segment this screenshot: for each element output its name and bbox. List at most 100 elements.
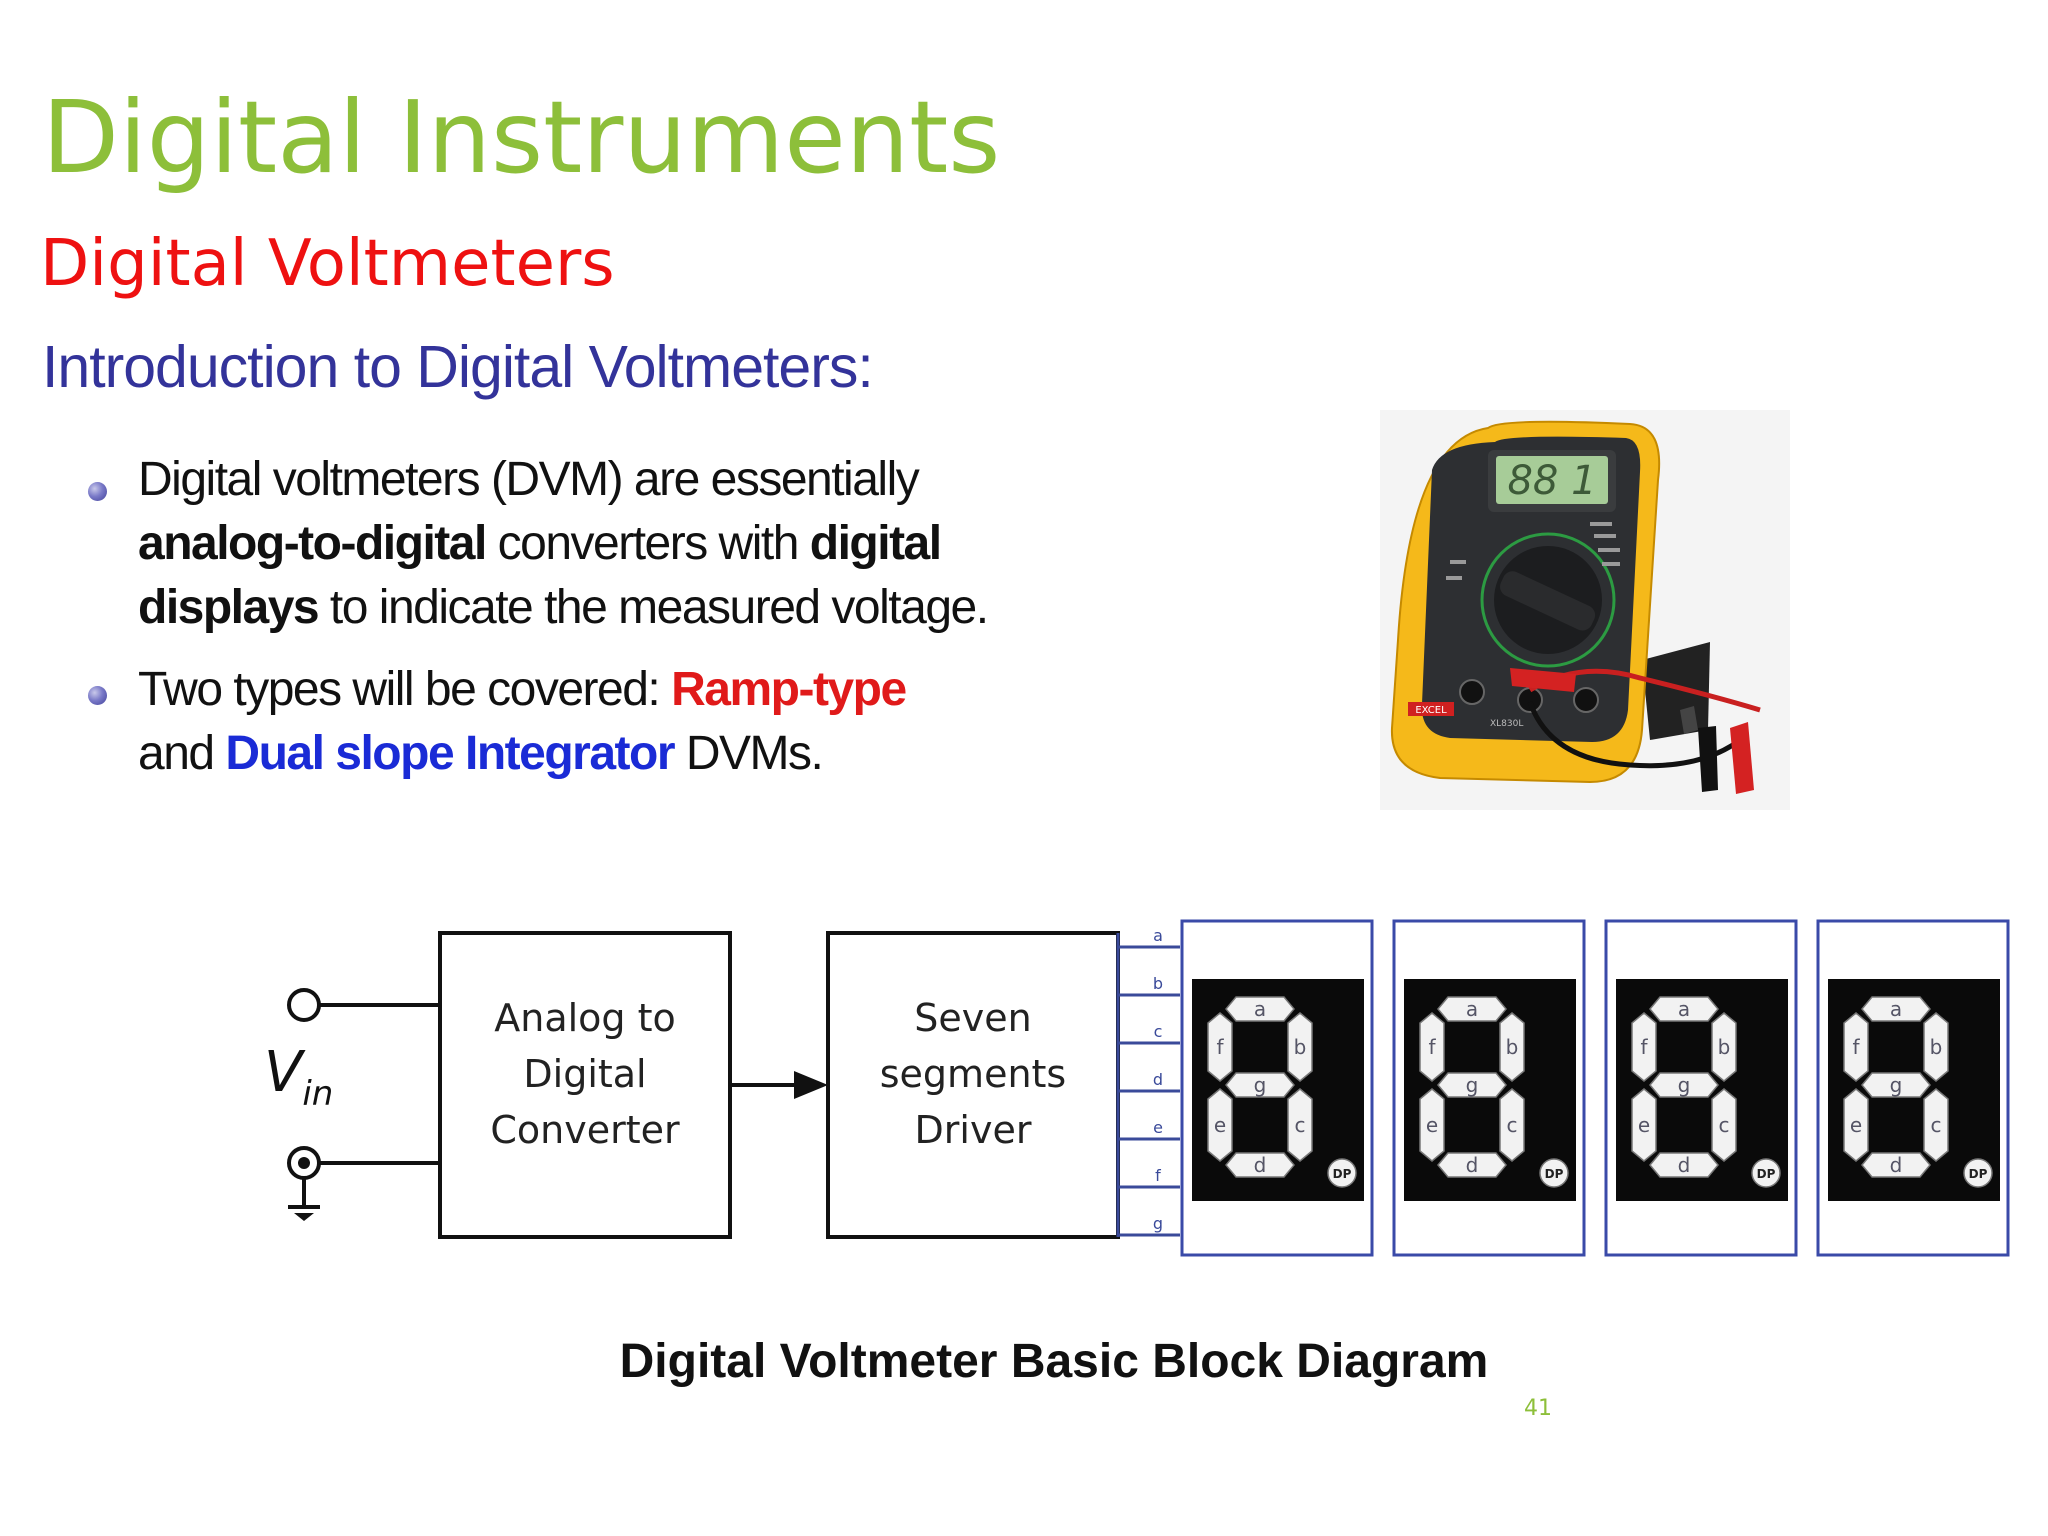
segment-label-e: e — [1214, 1113, 1226, 1137]
digit-1: a b c d e f gDP — [1180, 919, 1374, 1257]
adc-label-line-1: Analog to — [494, 996, 676, 1040]
diagram-caption: Digital Voltmeter Basic Block Diagram — [619, 1335, 1489, 1388]
seven-segment-display: a b c d e f gDP a b c d e f gDP a b c d e f gDP a b c d e f gDP — [1180, 919, 2010, 1257]
segment-g — [1437, 1072, 1507, 1098]
adc-block — [438, 931, 732, 1239]
segment-bus: a b c d e f g — [1116, 926, 1180, 1237]
segment-c — [1711, 1088, 1737, 1162]
segment-label-a: a — [1678, 997, 1690, 1021]
digit-4: a b c d e f gDP — [1816, 919, 2010, 1257]
segment-label-g: g — [1678, 1073, 1691, 1097]
segment-d — [1225, 1152, 1295, 1178]
bus-label-f: f — [1155, 1166, 1161, 1185]
slide-subtitle: Digital Voltmeters — [40, 227, 615, 301]
segment-d — [1437, 1152, 1507, 1178]
segment-b — [1923, 1012, 1949, 1082]
segment-f — [1631, 1012, 1657, 1082]
segment-label-b: b — [1718, 1035, 1731, 1059]
segment-d — [1649, 1152, 1719, 1178]
segment-label-c: c — [1507, 1113, 1518, 1137]
segment-b — [1499, 1012, 1525, 1082]
decimal-point-segment — [1327, 1158, 1357, 1188]
segment-d — [1861, 1152, 1931, 1178]
segment-label-d: d — [1890, 1153, 1903, 1177]
segment-a — [1649, 996, 1719, 1022]
segment-c — [1287, 1088, 1313, 1162]
bus-label-e: e — [1153, 1118, 1163, 1137]
segment-label-dp: DP — [1333, 1167, 1352, 1181]
page-number: 41 — [1524, 1396, 1552, 1421]
bullet-2: Two types will be covered: Ramp-type and… — [138, 658, 907, 786]
segment-label-f: f — [1428, 1035, 1436, 1059]
segment-g — [1861, 1072, 1931, 1098]
segment-label-c: c — [1295, 1113, 1306, 1137]
segment-label-f: f — [1640, 1035, 1648, 1059]
segment-c — [1923, 1088, 1949, 1162]
segment-label-e: e — [1638, 1113, 1650, 1137]
segment-label-d: d — [1466, 1153, 1479, 1177]
vin-label: Vin — [264, 1040, 333, 1114]
bullet-2-line-1: Two types will be covered: Ramp-type — [138, 663, 907, 716]
segment-g — [1225, 1072, 1295, 1098]
segment-label-dp: DP — [1969, 1167, 1988, 1181]
segment-f — [1843, 1012, 1869, 1082]
segment-label-c: c — [1719, 1113, 1730, 1137]
segment-g — [1649, 1072, 1719, 1098]
segment-label-b: b — [1930, 1035, 1943, 1059]
segment-label-a: a — [1254, 997, 1266, 1021]
segment-label-e: e — [1850, 1113, 1862, 1137]
driver-label-line-1: Seven — [914, 996, 1031, 1040]
bus-label-b: b — [1153, 974, 1163, 993]
segment-label-f: f — [1852, 1035, 1860, 1059]
segment-label-b: b — [1294, 1035, 1307, 1059]
segment-b — [1711, 1012, 1737, 1082]
segment-label-a: a — [1466, 997, 1478, 1021]
decimal-point-segment — [1751, 1158, 1781, 1188]
digit-2: a b c d e f gDP — [1392, 919, 1586, 1257]
bullet-2-line-2: and Dual slope Integrator DVMs. — [138, 727, 824, 780]
block-diagram: Vin Analog to Digital Converter Seven se… — [264, 919, 2010, 1257]
decimal-point-segment — [1963, 1158, 1993, 1188]
bus-label-g: g — [1153, 1214, 1163, 1233]
segment-label-g: g — [1254, 1073, 1267, 1097]
segment-e — [1419, 1088, 1445, 1162]
segment-label-a: a — [1890, 997, 1902, 1021]
ramp-type-label: Ramp-type — [671, 663, 907, 716]
driver-label-line-2: segments — [880, 1052, 1066, 1096]
bullet-1-line-3: displays to indicate the measured voltag… — [138, 581, 989, 634]
segment-e — [1631, 1088, 1657, 1162]
segment-a — [1225, 996, 1295, 1022]
segment-f — [1207, 1012, 1233, 1082]
segment-f — [1419, 1012, 1445, 1082]
segment-label-f: f — [1216, 1035, 1224, 1059]
segment-label-g: g — [1890, 1073, 1903, 1097]
bus-label-d: d — [1153, 1070, 1163, 1089]
decimal-point-segment — [1539, 1158, 1569, 1188]
bus-label-a: a — [1153, 926, 1163, 945]
segment-label-d: d — [1254, 1153, 1267, 1177]
slide-title: Digital Instruments — [42, 79, 1001, 196]
digit-3: a b c d e f gDP — [1604, 919, 1798, 1257]
segment-label-e: e — [1426, 1113, 1438, 1137]
bus-label-c: c — [1154, 1022, 1163, 1041]
segment-label-c: c — [1931, 1113, 1942, 1137]
multimeter-model: XL830L — [1490, 719, 1523, 729]
bullet-1-line-1: Digital voltmeters (DVM) are essentially — [138, 453, 920, 506]
dual-slope-label: Dual slope Integrator — [225, 727, 675, 780]
segment-label-b: b — [1506, 1035, 1519, 1059]
intro-heading: Introduction to Digital Voltmeters: — [42, 334, 874, 400]
vin-terminal-positive — [287, 988, 321, 1022]
driver-block — [826, 931, 1120, 1239]
segment-b — [1287, 1012, 1313, 1082]
segment-a — [1437, 996, 1507, 1022]
segment-c — [1499, 1088, 1525, 1162]
segment-label-g: g — [1466, 1073, 1479, 1097]
segment-a — [1861, 996, 1931, 1022]
bullet-icon — [88, 482, 107, 501]
driver-label-line-3: Driver — [915, 1108, 1032, 1152]
bullet-icon — [88, 686, 107, 705]
multimeter-brand: EXCEL — [1415, 705, 1447, 716]
segment-label-d: d — [1678, 1153, 1691, 1177]
segment-label-dp: DP — [1757, 1167, 1776, 1181]
segment-label-dp: DP — [1545, 1167, 1564, 1181]
